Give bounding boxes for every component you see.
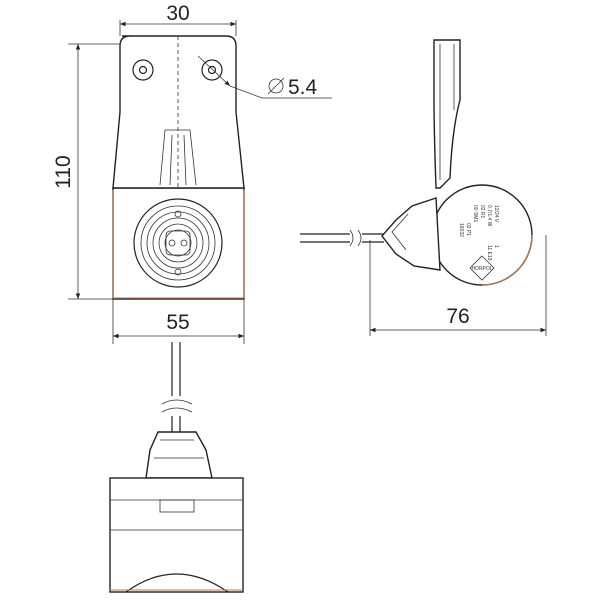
dim-height: 110 bbox=[52, 43, 120, 300]
side-arm bbox=[433, 39, 461, 189]
lens bbox=[133, 198, 223, 288]
label-line-4: 02 P1 bbox=[465, 223, 471, 236]
side-cable-end bbox=[362, 233, 384, 243]
label-line-3: 00 SM1 bbox=[472, 205, 478, 222]
hole-left-core bbox=[138, 65, 148, 75]
front-bracket bbox=[112, 35, 245, 189]
hole-left bbox=[132, 59, 154, 81]
front-view: 30 5.4 110 55 bbox=[52, 2, 332, 344]
bottom-view bbox=[109, 342, 244, 593]
label-line-1: 0.7/1.4 W bbox=[486, 205, 492, 227]
hole-right-core bbox=[207, 65, 217, 75]
bottom-cable bbox=[171, 342, 181, 396]
dim-hole-diameter-label: 5.4 bbox=[288, 76, 318, 99]
side-label: 12/24 V 0.7/1.4 W 02 R1 00 SM1 02 P1 160… bbox=[458, 205, 499, 261]
hole-right bbox=[201, 59, 223, 81]
label-line-7: 11 E19 bbox=[486, 245, 492, 261]
bottom-cable-end bbox=[171, 416, 181, 432]
front-housing-accent bbox=[112, 190, 245, 299]
bottom-slot bbox=[159, 499, 195, 513]
side-head-accent bbox=[481, 234, 533, 286]
side-view: 12/24 V 0.7/1.4 W 02 R1 00 SM1 02 P1 160… bbox=[300, 39, 547, 336]
dim-hole-diameter: 5.4 bbox=[197, 55, 332, 99]
bottom-lens-arc bbox=[125, 573, 229, 593]
dim-base-width: 55 bbox=[112, 299, 245, 344]
bottom-housing bbox=[109, 477, 244, 593]
dim-top-width-label: 30 bbox=[166, 2, 189, 25]
side-neck-inner bbox=[391, 213, 409, 251]
front-rib-inner bbox=[169, 134, 187, 186]
front-rib bbox=[159, 129, 197, 186]
dim-side-length-label: 76 bbox=[446, 305, 469, 328]
side-cable-break bbox=[349, 229, 362, 247]
bottom-cable-break bbox=[161, 399, 193, 413]
label-line-0: 12/24 V bbox=[493, 205, 499, 223]
bottom-collar-lines bbox=[154, 439, 204, 459]
label-line-2: 02 R1 bbox=[479, 205, 485, 219]
dim-height-label: 110 bbox=[52, 155, 75, 188]
side-neck bbox=[381, 197, 441, 271]
dim-side-length: 76 bbox=[369, 235, 547, 336]
side-arm-ribs bbox=[439, 44, 455, 180]
front-housing bbox=[112, 187, 245, 300]
dim-top-width: 30 bbox=[119, 2, 237, 36]
side-cable bbox=[300, 233, 350, 243]
label-line-6: 1 bbox=[493, 245, 499, 248]
label-line-5: 16032 bbox=[458, 223, 464, 237]
dim-base-width-label: 55 bbox=[166, 311, 189, 334]
brand-diamond bbox=[469, 255, 495, 281]
bottom-collar bbox=[145, 431, 213, 479]
brand-text: HORPOL bbox=[471, 266, 492, 272]
